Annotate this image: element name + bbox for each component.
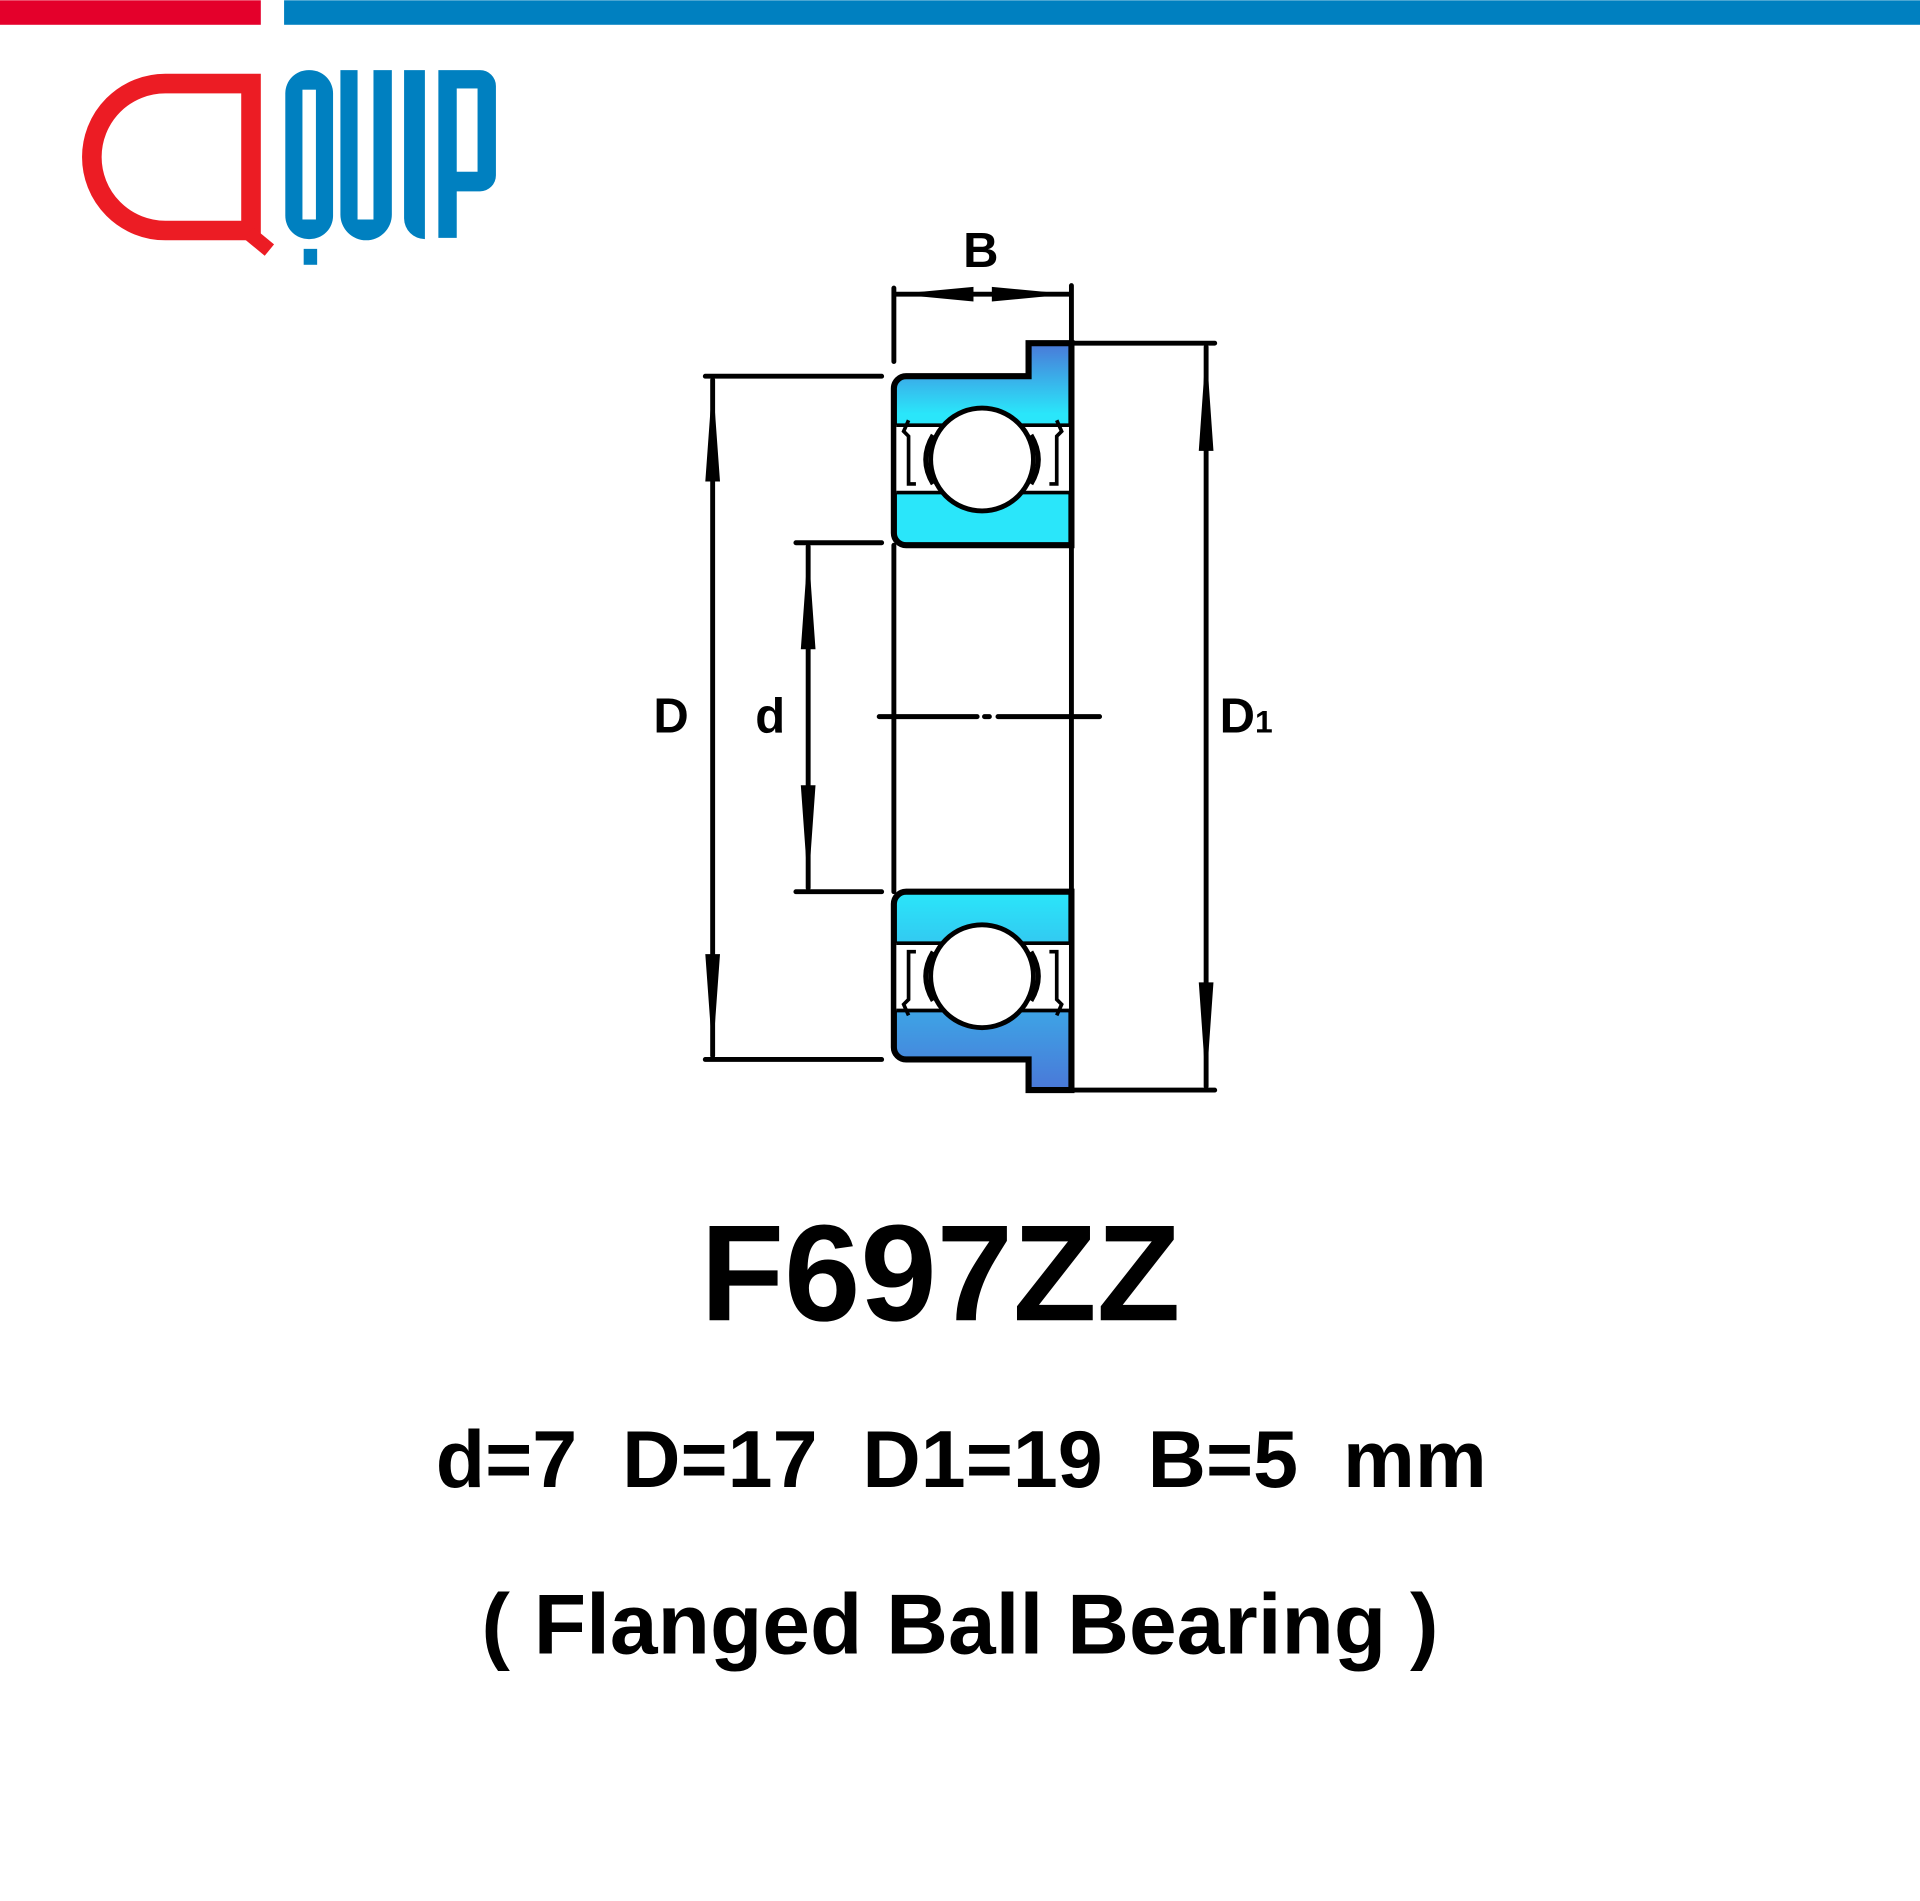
top-bar-blue: [284, 0, 1920, 25]
label-D: D: [653, 690, 688, 744]
bearing-type: ( Flanged Ball Bearing ): [481, 1576, 1438, 1672]
ball-bottom: [928, 922, 1036, 1031]
bearing-diagram: B D d D1: [653, 224, 1273, 1094]
top-bar-red: [0, 0, 261, 25]
model-number: F697ZZ: [700, 1197, 1180, 1350]
label-D1: D1: [1220, 690, 1273, 744]
label-d: d: [755, 690, 785, 744]
label-D1-sub: 1: [1255, 704, 1273, 740]
label-D1-main: D: [1220, 690, 1255, 744]
label-B: B: [963, 224, 998, 278]
quip-logo: [82, 70, 496, 265]
dimensions-text: d=7 D=17 D1=19 B=5 mm: [436, 1415, 1487, 1505]
ball-top: [928, 405, 1036, 514]
